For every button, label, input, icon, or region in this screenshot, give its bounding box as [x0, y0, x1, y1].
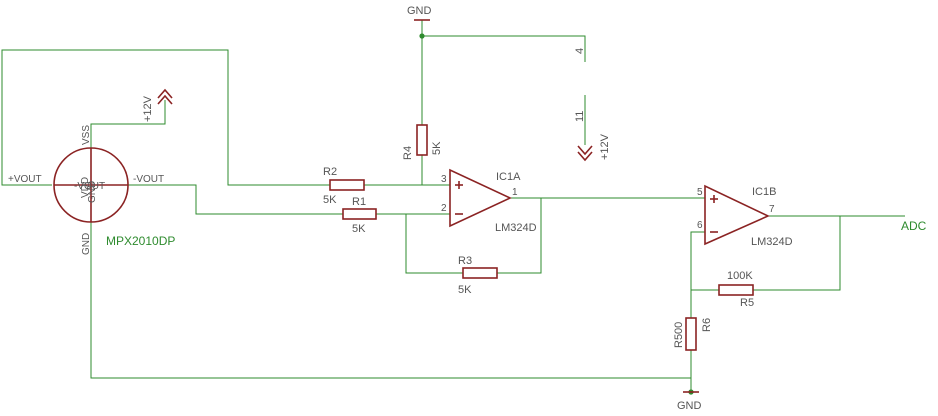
r1-value: 5K — [352, 223, 366, 235]
r4-value: 5K — [431, 141, 443, 155]
resistor-r5: 100K R5 — [718, 270, 754, 309]
sensor-gnd-label: GND — [81, 233, 92, 255]
wire-gnd-top-rail — [421, 20, 586, 62]
vcc-arrow-sensor-icon — [157, 88, 173, 105]
wire-ic1b-minus — [690, 231, 705, 318]
r2-name: R2 — [323, 166, 337, 178]
wire-sensor-gnd — [90, 222, 691, 379]
r6-value: R500 — [673, 322, 685, 348]
r2-value: 5K — [323, 194, 337, 206]
resistor-r3: R3 5K — [458, 255, 498, 296]
wire-vout-neg — [128, 184, 343, 215]
r4-name: R4 — [402, 146, 414, 160]
v12-right-label: +12V — [599, 133, 611, 160]
r5-value: 100K — [727, 270, 753, 282]
resistor-r6: R500 R6 — [673, 317, 713, 351]
ic1b-pin7: 7 — [769, 204, 775, 215]
ic1b-pin5: 5 — [697, 187, 703, 198]
gnd-bottom-label: GND — [677, 400, 702, 412]
wires — [1, 20, 905, 392]
sensor-vout-pos-label: +VOUT — [8, 174, 42, 185]
r5-name: R5 — [740, 297, 754, 309]
gnd-top-label: GND — [407, 5, 432, 17]
ic1a-part: LM324D — [495, 222, 537, 234]
resistor-r1: R1 5K — [342, 196, 377, 235]
sensor-name: MPX2010DP — [106, 234, 175, 248]
pressure-sensor — [53, 147, 129, 223]
wire-r5-loop — [691, 216, 841, 291]
junction-gnd-top — [419, 33, 425, 39]
gnd-symbol-top: GND — [407, 5, 432, 21]
vcc-arrow-right-icon — [577, 145, 593, 162]
r6-name: R6 — [701, 318, 713, 332]
sensor-center-label-a: -VOUT — [74, 181, 105, 192]
ic1a-pin1: 1 — [512, 187, 518, 198]
resistor-r4: R4 5K — [402, 124, 443, 160]
r1-name: R1 — [352, 196, 366, 208]
pin11-label: 11 — [574, 111, 586, 122]
ic1a-pin3: 3 — [441, 174, 447, 185]
gnd-symbol-bottom: GND — [677, 391, 702, 412]
wire-sensor-vss — [90, 100, 166, 148]
wire-vout-pos — [1, 49, 330, 186]
adc-net-label: ADC — [901, 219, 927, 233]
ic1b-pin6: 6 — [697, 220, 703, 231]
v12-sensor-label: +12V — [142, 95, 154, 122]
opamp-ic1a — [449, 168, 512, 228]
ic1b-part: LM324D — [751, 236, 793, 248]
sensor-center-label-b: GND — [87, 181, 98, 203]
resistor-r2: R2 5K — [323, 166, 365, 206]
sensor-vss-label: VSS — [81, 125, 92, 145]
opamp-ic1b — [704, 184, 770, 246]
sensor-vout-neg-label: -VOUT — [133, 174, 164, 185]
r3-value: 5K — [458, 284, 472, 296]
wire-r3-loop — [405, 198, 542, 274]
ic1b-name: IC1B — [752, 186, 776, 198]
sensor-center-label-c: VDD — [80, 177, 91, 198]
ic1a-name: IC1A — [496, 171, 521, 183]
ic1a-pin2: 2 — [441, 203, 447, 214]
r3-name: R3 — [458, 255, 472, 267]
pin4-label: 4 — [574, 48, 586, 54]
